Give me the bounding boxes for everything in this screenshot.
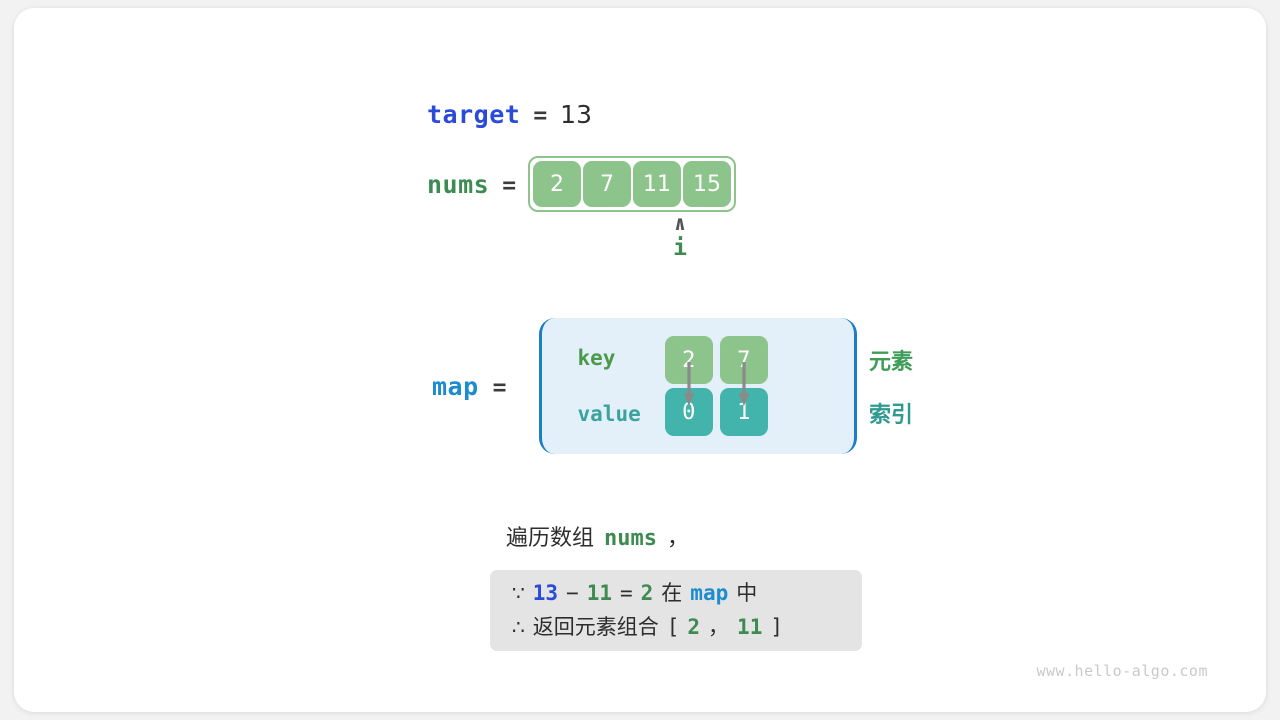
value-row-label: value [577, 402, 641, 426]
map-label-group: map = [432, 372, 507, 401]
because-symbol: ∵ [512, 580, 525, 605]
note-pair-second: 11 [737, 614, 763, 639]
caption-row: 遍历数组 nums ， [506, 520, 689, 552]
nums-label: nums [427, 169, 490, 199]
conclusion-box: ∵ 13 − 11 = 2 在 map 中 ∴ 返回元素组合 [ 2 ， 11 … [490, 570, 862, 651]
watermark: www.hello-algo.com [1036, 662, 1208, 680]
therefore-symbol: ∴ [512, 614, 525, 639]
caption-text: 遍历数组 [506, 526, 595, 551]
conclusion-line-1: ∵ 13 − 11 = 2 在 map 中 [512, 577, 862, 611]
target-value: 13 [560, 100, 592, 129]
note-map-ref: map [690, 580, 729, 605]
note-target-value: 13 [532, 580, 559, 605]
map-row: map = key value 2 0 [432, 318, 857, 454]
map-value-cell: 1 [719, 388, 768, 436]
nums-equals: = [502, 172, 517, 199]
diagram-card: target = 13 nums = 2 7 11 15 ∧ i map [14, 8, 1266, 712]
map-key-cell: 7 [719, 336, 768, 384]
map-container: key value 2 0 7 [538, 318, 857, 454]
array-cell: 15 [683, 161, 731, 207]
map-entries: 2 0 7 1 [664, 336, 768, 436]
map-row-labels: key value [578, 339, 641, 433]
target-equals: = [533, 103, 548, 129]
note-equals: = [619, 580, 633, 605]
note-bracket-close: ] [770, 614, 783, 639]
note-bracket-open: [ [666, 614, 680, 639]
note-result-value: 2 [640, 580, 654, 605]
side-label-index: 索引 [869, 403, 914, 428]
map-label: map [432, 371, 479, 401]
pointer-label: i [673, 235, 687, 261]
target-label: target [427, 100, 521, 129]
array-cell: 2 [533, 161, 581, 207]
map-entry: 7 1 [719, 336, 768, 436]
caption-var: nums [604, 526, 657, 551]
array-cell: 7 [583, 161, 631, 207]
map-equals: = [492, 374, 507, 401]
note-minus: − [566, 580, 579, 605]
note-return-text: 返回元素组合 [532, 614, 659, 639]
note-pair-comma: ， [708, 614, 730, 639]
caret-icon: ∧ [673, 211, 687, 235]
array-cell: 11 [633, 161, 681, 207]
nums-label-group: nums = [427, 169, 517, 199]
caption-comma: ， [667, 526, 690, 551]
map-value-cell: 0 [664, 388, 713, 436]
index-pointer: ∧ i [655, 213, 705, 263]
map-key-cell: 2 [664, 336, 713, 384]
map-entry: 2 0 [664, 336, 713, 436]
note-suffix: 中 [736, 580, 758, 605]
side-label-element: 元素 [869, 350, 914, 375]
note-in-text: 在 [661, 580, 683, 605]
nums-row: nums = 2 7 11 15 [427, 156, 736, 212]
map-side-labels: 元素 索引 [869, 344, 913, 435]
map-grid: key value 2 0 7 [578, 336, 768, 436]
target-row: target = 13 [427, 100, 592, 129]
nums-array: 2 7 11 15 [528, 156, 736, 212]
note-pair-first: 2 [687, 614, 701, 639]
conclusion-line-2: ∴ 返回元素组合 [ 2 ， 11 ] [512, 611, 862, 645]
note-current-value: 11 [586, 580, 612, 605]
key-row-label: key [577, 346, 616, 370]
